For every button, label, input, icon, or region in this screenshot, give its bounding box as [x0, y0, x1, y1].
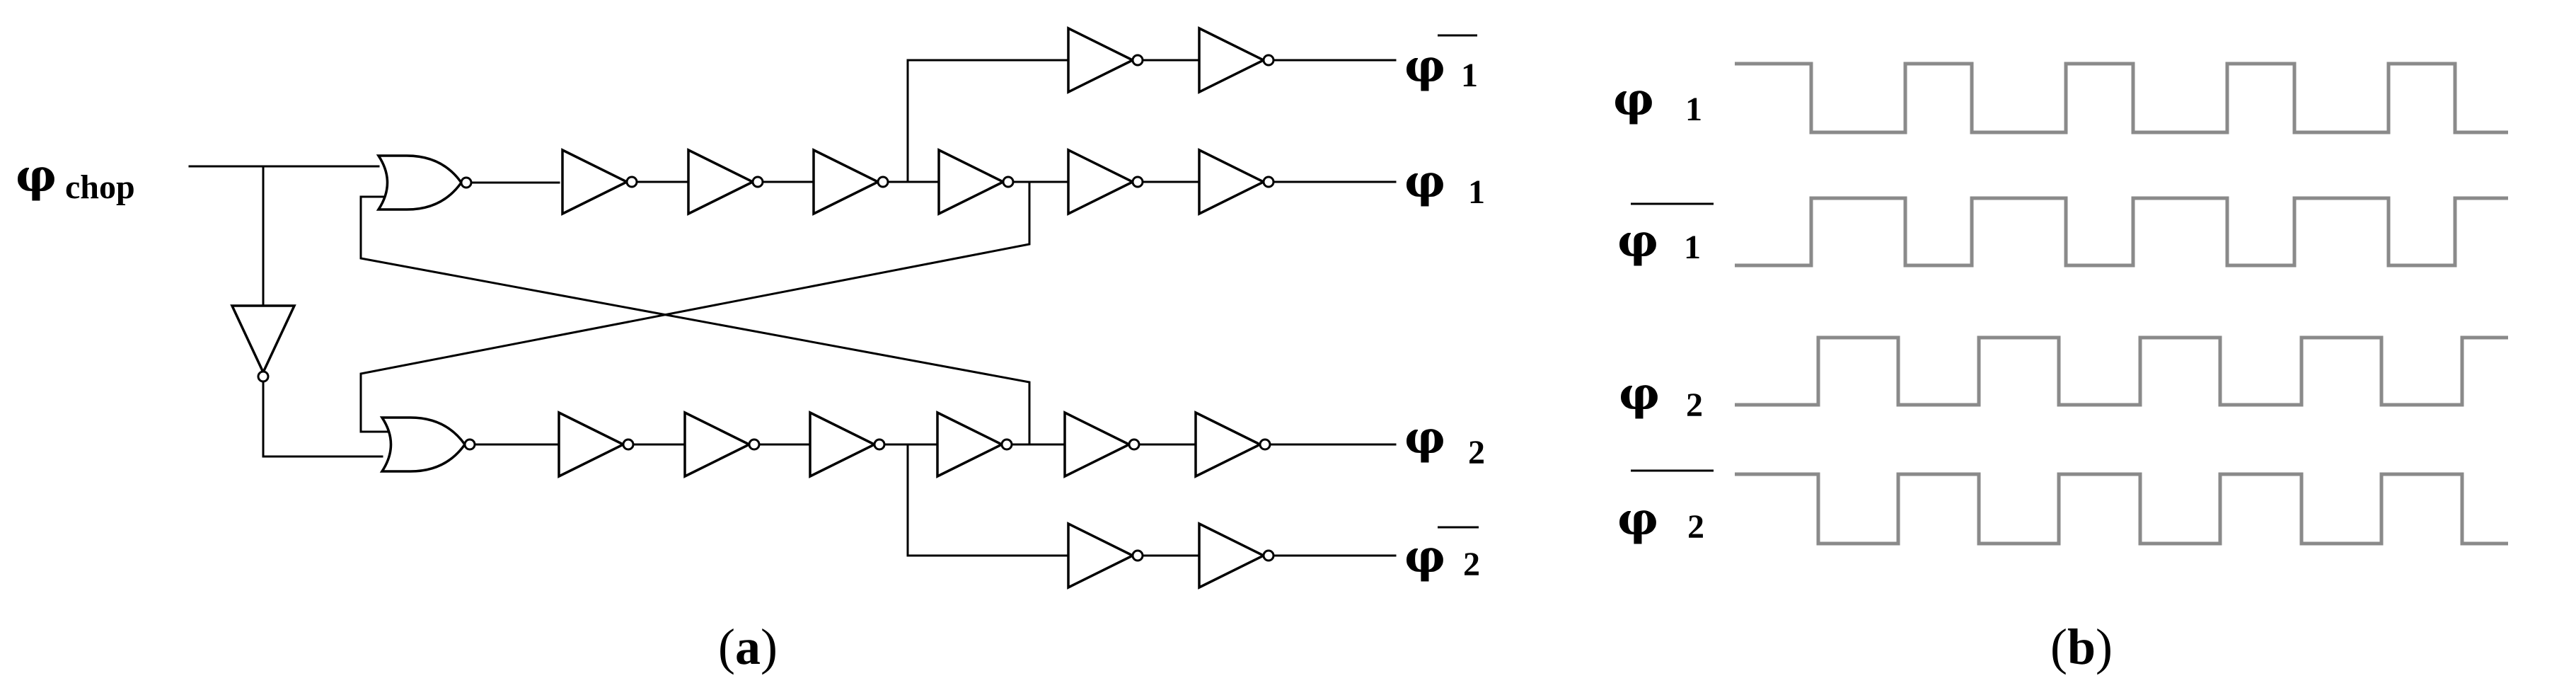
phi2-bar-branch — [906, 443, 1397, 590]
signal-phi2-bar-sub: 2 — [1687, 508, 1704, 546]
output-phi1-symbol: φ — [1404, 155, 1445, 208]
output-phi2-symbol: φ — [1404, 411, 1445, 464]
output-phi2-bar-symbol: φ — [1404, 530, 1445, 583]
schematic-panel: φ chop — [16, 26, 1485, 675]
waveform-phi2 — [1735, 335, 2508, 407]
input-wiring — [188, 165, 383, 458]
output-phi1-sub: 1 — [1468, 173, 1485, 211]
upper-inverter-chain — [561, 148, 1397, 216]
signal-phi2-bar-symbol: φ — [1617, 493, 1658, 546]
input-inverter — [230, 304, 296, 383]
timing-waveforms-panel: φ 1 φ 1 φ 2 φ 2 (b) — [1613, 62, 2508, 675]
signal-phi1-sub: 1 — [1685, 91, 1702, 128]
cross-coupling-wires — [359, 180, 1031, 446]
output-phi2-sub: 2 — [1468, 434, 1485, 471]
signal-phi2-symbol: φ — [1619, 367, 1660, 420]
lower-or-gate — [361, 416, 560, 473]
upper-or-gate — [359, 154, 560, 211]
input-label-symbol: φ — [16, 149, 57, 202]
panel-a-caption: (a) — [718, 619, 778, 675]
waveform-phi1-bar — [1735, 196, 2508, 268]
signal-phi2-sub: 2 — [1686, 386, 1703, 424]
output-phi1-bar-sub: 1 — [1461, 57, 1478, 94]
input-label-sub: chop — [65, 168, 135, 206]
phi1-bar-branch — [906, 26, 1397, 183]
lower-inverter-chain — [558, 410, 1397, 478]
waveform-phi2-bar — [1735, 472, 2508, 546]
signal-phi1-bar-symbol: φ — [1617, 214, 1658, 268]
output-labels: φ 1 φ 1 φ 2 φ 2 — [1404, 34, 1485, 583]
signal-phi1-symbol: φ — [1613, 73, 1654, 126]
output-phi2-bar-sub: 2 — [1463, 546, 1480, 583]
signal-phi1-bar-sub: 1 — [1684, 229, 1701, 266]
output-phi1-bar-symbol: φ — [1404, 40, 1445, 93]
waveform-phi1 — [1735, 62, 2508, 134]
panel-b-caption: (b) — [2050, 619, 2113, 675]
